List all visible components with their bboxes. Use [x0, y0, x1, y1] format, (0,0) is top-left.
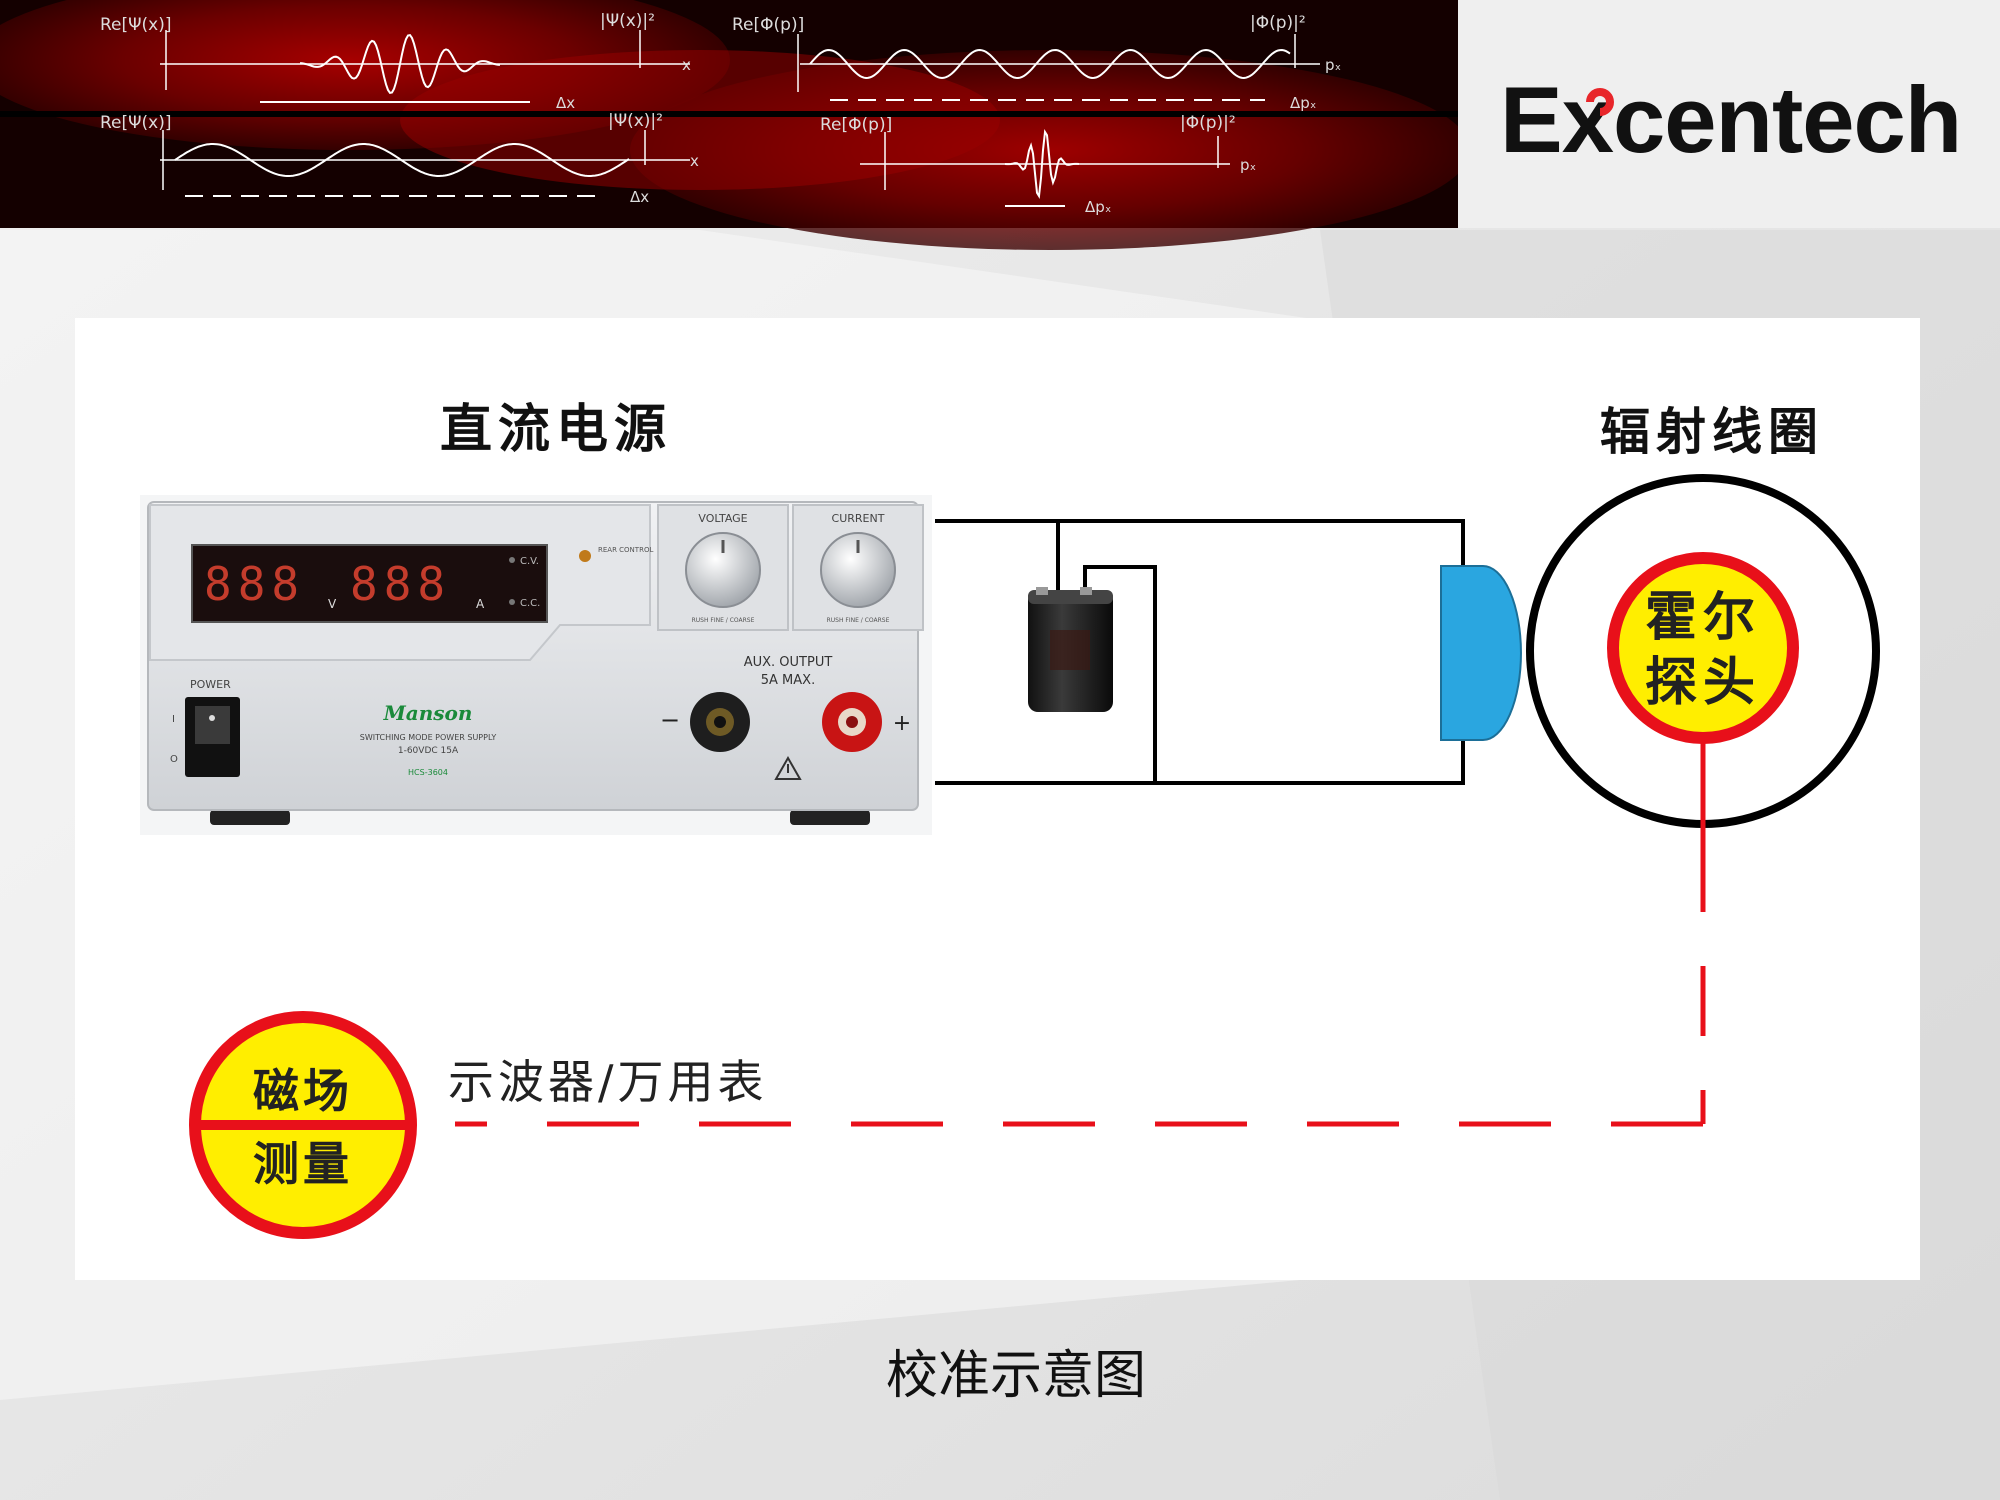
warning-icon	[774, 755, 802, 780]
banner-wave	[174, 143, 630, 177]
banner: Re[Ψ(x)] |Ψ(x)|² x Δx Re[Φ(p)] |Φ(p)|² p…	[0, 0, 1470, 250]
banner-delta-label: Δx	[630, 188, 649, 206]
signal-line	[455, 738, 1706, 1127]
capacitor-lead	[1036, 587, 1048, 595]
aux-output-label: AUX. OUTPUT	[744, 655, 833, 670]
psu-foot	[790, 810, 870, 825]
capacitor	[1028, 587, 1113, 712]
hall-probe-label-1: 霍尔	[1645, 588, 1761, 648]
cc-label: C.C.	[520, 598, 540, 609]
measure-label-1: 磁场	[253, 1064, 353, 1118]
banner-label: |Φ(p)|²	[1180, 113, 1236, 133]
power-switch-indicator	[209, 715, 215, 721]
cv-label: C.V.	[520, 556, 539, 567]
banner-label: Re[Φ(p)]	[732, 15, 804, 35]
brand-logo: Excentech	[1458, 0, 2000, 228]
scope-label: 示波器/万用表	[448, 1055, 768, 1109]
current-knob-sub: RUSH FINE / COARSE	[827, 617, 890, 624]
hall-probe-label-2: 探头	[1645, 653, 1761, 713]
aux-max-label: 5A MAX.	[761, 673, 815, 688]
plus-sign: +	[893, 711, 911, 736]
voltage-knob[interactable]	[685, 532, 761, 608]
negative-terminal-hole	[714, 716, 726, 728]
banner-wave	[299, 33, 501, 95]
banner-delta-label: Δpₓ	[1290, 94, 1316, 112]
current-readout: 888	[350, 557, 451, 611]
power-on-mark: I	[172, 714, 175, 725]
wire-bottom	[935, 740, 1465, 785]
dc-source-label: 直流电源	[440, 400, 672, 460]
power-label: POWER	[190, 678, 231, 691]
power-off-mark: O	[170, 754, 178, 765]
banner-axis-label: pₓ	[1325, 56, 1341, 74]
psu-foot	[210, 810, 290, 825]
cv-led	[509, 557, 515, 563]
logo-accent-mark	[1586, 88, 1614, 116]
coil-label: 辐射线圈	[1600, 403, 1824, 461]
voltage-knob-sub: RUSH FINE / COARSE	[692, 617, 755, 624]
current-knob[interactable]	[820, 532, 896, 608]
logo-background	[1458, 0, 2000, 228]
hall-probe: 霍尔 探头	[1607, 552, 1799, 744]
cc-led	[509, 599, 515, 605]
capacitor-lead	[1080, 587, 1092, 595]
positive-terminal-hole	[846, 716, 858, 728]
unit-v: V	[328, 597, 337, 611]
coil-connector	[1440, 565, 1522, 741]
dc-power-supply: 888 V 888 A C.V. C.C. REAR CONTROL VOLTA…	[140, 495, 932, 835]
measure-label-2: 测量	[253, 1137, 353, 1191]
capacitor-marking	[1050, 630, 1090, 670]
banner-label: |Ψ(x)|²	[608, 111, 663, 131]
brand-name: Excentech	[1500, 67, 1961, 172]
current-knob-label: CURRENT	[832, 512, 885, 525]
banner-delta-label: Δpₓ	[1085, 198, 1111, 216]
banner-delta-label: Δx	[556, 94, 575, 112]
psu-model-line1: SWITCHING MODE POWER SUPPLY	[360, 733, 497, 742]
remote-led	[579, 550, 591, 562]
voltage-readout: 888	[204, 557, 305, 611]
power-switch-rocker	[195, 706, 230, 744]
remote-label: REAR CONTROL	[598, 546, 653, 554]
field-measurement-badge: 磁场 测量	[189, 1011, 417, 1239]
banner-label: |Φ(p)|²	[1250, 13, 1306, 33]
banner-label: Re[Ψ(x)]	[100, 15, 171, 35]
voltage-knob-label: VOLTAGE	[698, 512, 747, 525]
banner-label: |Ψ(x)|²	[600, 11, 655, 31]
psu-model-line2: 1-60VDC 15A	[398, 746, 459, 756]
banner-axis-label: pₓ	[1240, 156, 1256, 174]
minus-sign: −	[660, 706, 680, 734]
wire-top	[935, 519, 1465, 566]
wire-cap-right	[1083, 565, 1157, 783]
unit-a: A	[476, 597, 485, 611]
banner-wave	[1004, 129, 1080, 199]
wiring	[935, 519, 1465, 785]
psu-lcd	[191, 544, 548, 623]
psu-brand: Manson	[383, 701, 473, 725]
banner-label: Re[Φ(p)]	[820, 115, 892, 135]
diagram-caption: 校准示意图	[886, 1346, 1146, 1406]
banner-label: Re[Ψ(x)]	[100, 113, 171, 133]
psu-model-line3: HCS-3604	[408, 768, 448, 777]
banner-axis-label: x	[690, 152, 699, 170]
banner-wave	[809, 48, 1291, 80]
banner-smoke	[400, 50, 1000, 190]
banner-axis-label: x	[682, 56, 691, 74]
